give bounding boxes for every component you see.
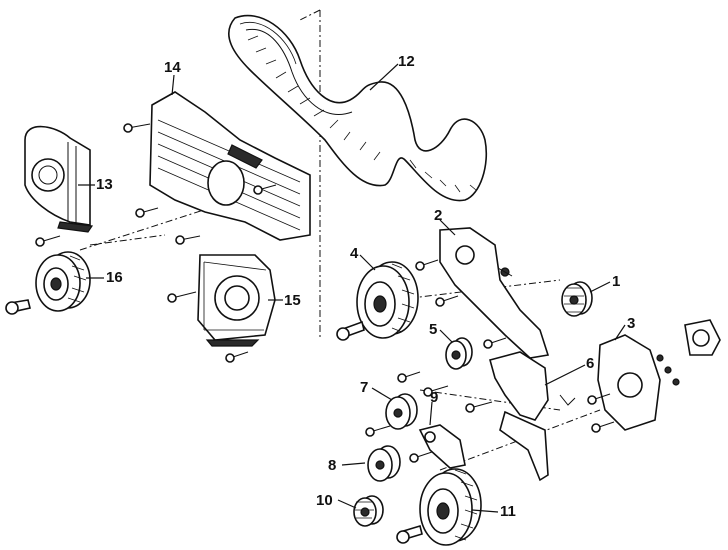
main-rear-cover xyxy=(149,91,311,241)
callout-6: 6 xyxy=(586,355,594,372)
callout-2: 2 xyxy=(434,207,442,224)
callout-14: 14 xyxy=(164,59,181,76)
tensioner-arm xyxy=(418,424,466,469)
crank-sprocket xyxy=(353,495,384,527)
callout-9: 9 xyxy=(430,389,438,406)
tensioner-assembly xyxy=(489,351,576,482)
idler-pulley-7 xyxy=(385,393,418,430)
right-rear-cover xyxy=(597,319,721,431)
callout-5: 5 xyxy=(429,321,437,338)
tensioner-bracket xyxy=(439,227,550,359)
callout-8: 8 xyxy=(328,457,336,474)
callout-labels: 1 2 3 4 5 6 7 8 9 10 11 12 13 14 15 16 xyxy=(96,53,635,520)
idler-pulley-5 xyxy=(445,337,473,370)
camshaft-sprocket xyxy=(336,261,419,341)
callout-3: 3 xyxy=(627,315,635,332)
callout-15: 15 xyxy=(284,292,301,309)
callout-1: 1 xyxy=(612,273,620,290)
timing-belt xyxy=(228,14,488,202)
leader-lines xyxy=(78,63,626,513)
bolts xyxy=(35,123,615,463)
callout-7: 7 xyxy=(360,379,368,396)
callout-11: 11 xyxy=(500,503,516,520)
callout-12: 12 xyxy=(398,53,415,70)
large-sprocket xyxy=(396,468,482,546)
callout-4: 4 xyxy=(350,245,359,262)
callout-16: 16 xyxy=(106,269,123,286)
callout-13: 13 xyxy=(96,176,113,193)
idler-pulley-8 xyxy=(367,445,401,482)
cam-cover-plate xyxy=(197,254,276,347)
crank-pulley xyxy=(5,251,91,315)
idler-sprocket xyxy=(561,281,593,317)
callout-10: 10 xyxy=(316,492,333,509)
left-belt-cover xyxy=(24,125,94,233)
